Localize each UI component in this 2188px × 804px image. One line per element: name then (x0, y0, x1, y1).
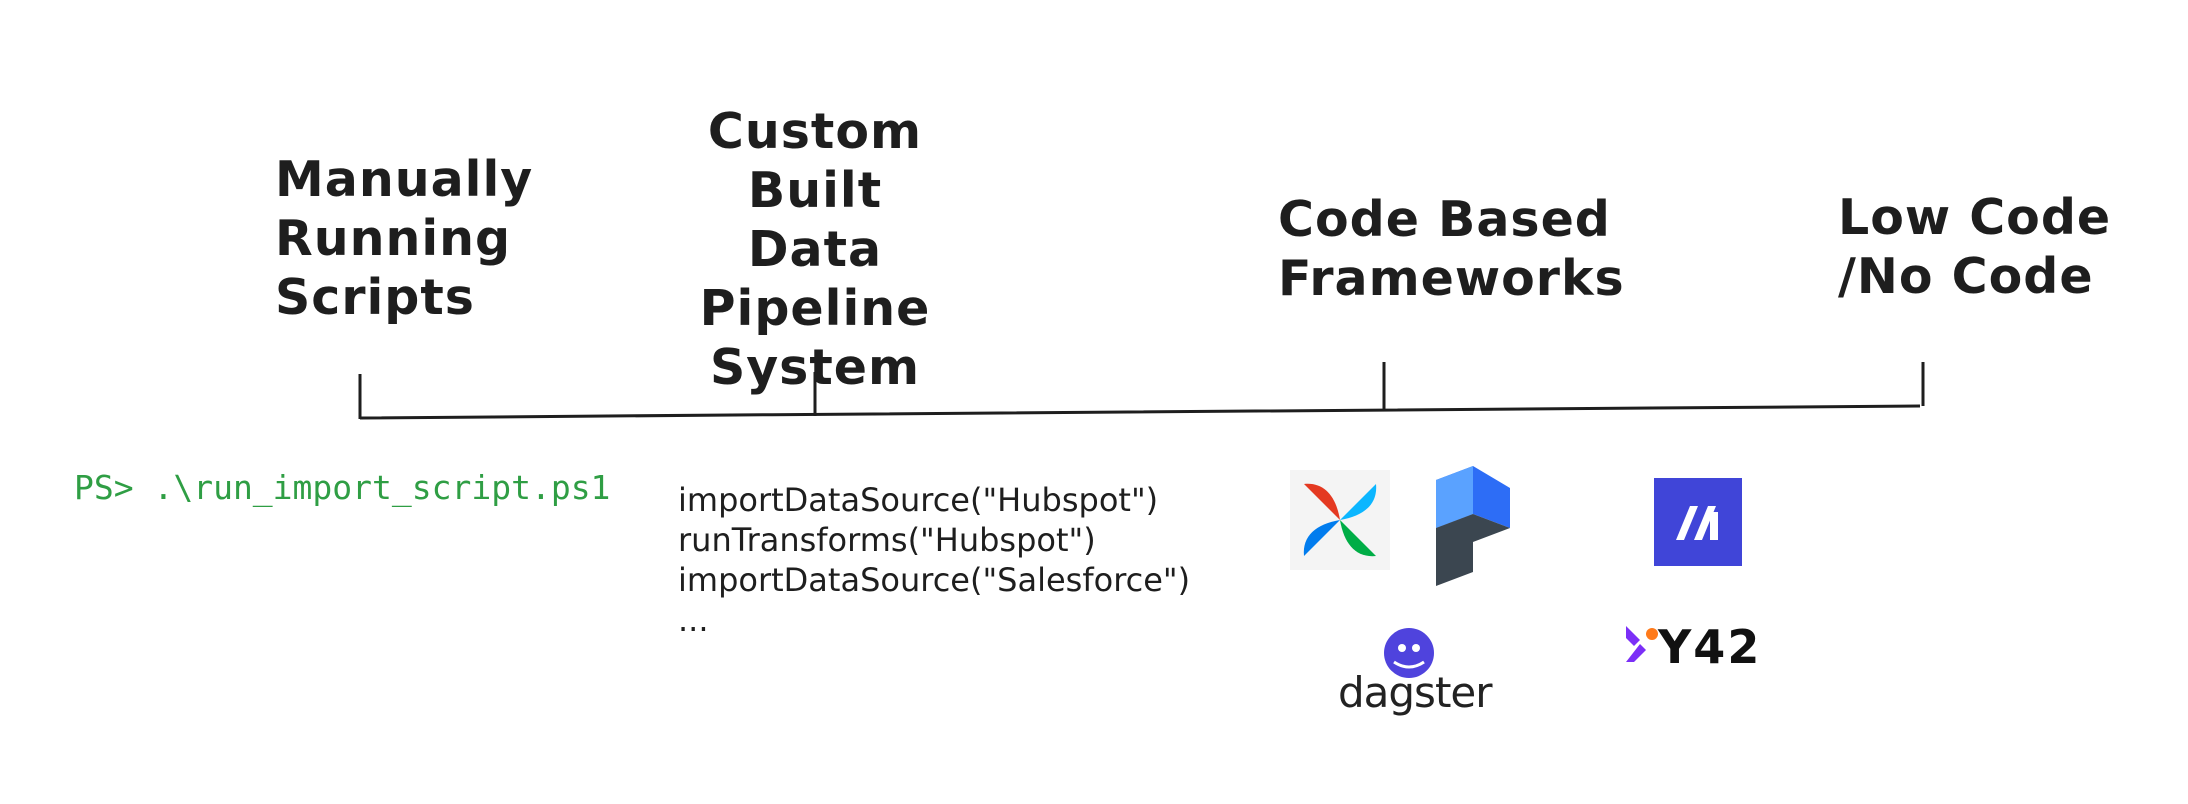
pipeline-code-block: importDataSource("Hubspot") runTransform… (678, 480, 1190, 640)
code-line: runTransforms("Hubspot") (678, 521, 1096, 559)
stage-label-line: Data Pipeline (699, 221, 931, 337)
low-code-tile-logo (1654, 478, 1742, 566)
code-line: importDataSource("Salesforce") (678, 561, 1191, 599)
code-line: ... (678, 601, 709, 639)
airflow-logo (1290, 470, 1390, 570)
y42-wordmark: Y42 (1658, 620, 1762, 674)
stage-label-line: Code Based (1278, 191, 1611, 248)
stage-label-low-code: Low Code /No Code (1838, 188, 2111, 306)
stage-label-line: /No Code (1838, 248, 2094, 305)
stage-label-line: Low Code (1838, 189, 2112, 246)
stage-label-line: Running (275, 210, 512, 267)
timeline-axis (359, 404, 1921, 420)
dagster-wordmark: dagster (1338, 668, 1493, 717)
y42-icon (1626, 626, 1658, 662)
stage-label-line: Frameworks (1278, 250, 1625, 307)
prefect-logo (1436, 466, 1510, 586)
stage-label-manual-scripts: Manually Running Scripts (275, 150, 533, 327)
powershell-command: PS> .\run_import_script.ps1 (74, 468, 611, 507)
stage-label-line: Manually (275, 151, 534, 208)
dagster-logo (1384, 628, 1434, 678)
stage-label-code-frameworks: Code Based Frameworks (1278, 190, 1625, 308)
stage-label-line: Built (747, 162, 883, 219)
stage-label-line: Scripts (275, 269, 475, 326)
stage-label-line: Custom (707, 103, 923, 160)
code-line: importDataSource("Hubspot") (678, 481, 1159, 519)
